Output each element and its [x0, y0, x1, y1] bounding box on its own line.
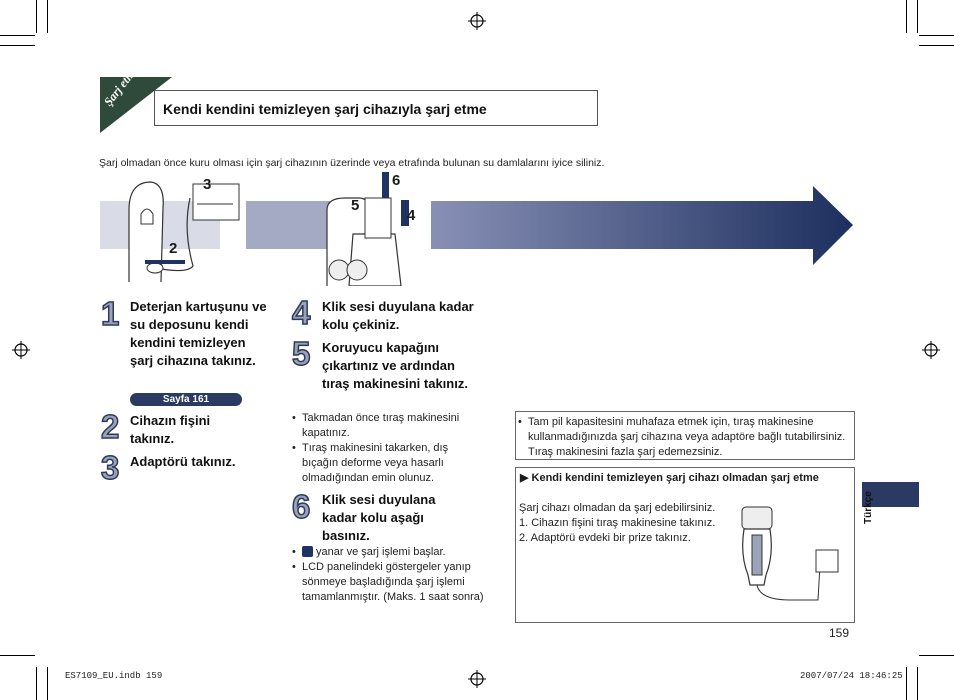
- note-text: Tam pil kapasitesini muhafaza etmek için…: [518, 415, 854, 460]
- step-text: Deterjan kartuşunu ve su deposunu kendi …: [130, 299, 267, 368]
- language-label: Türkçe: [863, 491, 874, 524]
- step-number: 1: [100, 295, 120, 332]
- shaver-adapter-illustration: [741, 506, 839, 601]
- info-box-item: 2. Adaptörü evdeki bir prize takınız.: [519, 532, 691, 544]
- illustration-strip: [100, 172, 853, 286]
- language-tab: [862, 482, 919, 507]
- step-number: 2: [100, 408, 120, 445]
- page-title: Kendi kendini temizleyen şarj cihazıyla …: [163, 101, 487, 117]
- step-text: Adaptörü takınız.: [130, 454, 236, 469]
- footer-left: ES7109_EU.indb 159: [65, 671, 163, 681]
- figure-label: 5: [351, 197, 360, 214]
- bullet-item-text: yanar ve şarj işlemi başlar.: [316, 546, 446, 558]
- step-text: Klik sesi duyulana kadar kolu çekiniz.: [322, 299, 474, 332]
- step-number: 5: [291, 335, 311, 372]
- bullet-item: yanar ve şarj işlemi başlar.: [292, 545, 484, 560]
- triangle-right-icon: ▶: [520, 472, 529, 484]
- info-box-intro: Şarj cihazı olmadan da şarj edebilirsini…: [519, 502, 716, 514]
- step-bullets: yanar ve şarj işlemi başlar. LCD panelin…: [292, 545, 484, 605]
- page-number: 159: [829, 626, 850, 640]
- step-text: Cihazın fişini takınız.: [130, 413, 211, 446]
- page-ref-badge[interactable]: Sayfa 161: [130, 393, 242, 406]
- info-box: [515, 467, 855, 623]
- title-box: [154, 90, 598, 126]
- step-text: Koruyucu kapağını çıkartınız ve ardından…: [322, 340, 468, 391]
- footer-right: 2007/07/24 18:46:25: [800, 671, 903, 681]
- step-text: Klik sesi duyulana kadar kolu aşağı bası…: [322, 492, 436, 543]
- bullet-item: Tıraş makinesini takarken, dış bıçağın d…: [292, 441, 484, 486]
- figure-label: 3: [203, 176, 212, 193]
- step-number: 6: [291, 488, 311, 525]
- step-number: 3: [100, 449, 120, 486]
- figure-label: 4: [407, 207, 416, 224]
- registration-mark-icon: [12, 341, 30, 359]
- registration-mark-icon: [468, 12, 486, 30]
- bullet-item: LCD panelindeki göstergeler yanıp sönmey…: [292, 560, 484, 605]
- figure-label: 6: [392, 172, 401, 189]
- info-box-body: Şarj cihazı olmadan da şarj edebilirsini…: [519, 501, 729, 546]
- charge-icon: [302, 546, 313, 557]
- registration-mark-icon: [922, 341, 940, 359]
- step-bullets: Takmadan önce tıraş makinesini kapatınız…: [292, 411, 484, 486]
- registration-mark-icon: [468, 670, 486, 688]
- note-bullet: Tam pil kapasitesini muhafaza etmek için…: [518, 415, 854, 460]
- step-number: 4: [291, 294, 311, 331]
- figure-label: 2: [169, 240, 178, 257]
- intro-text: Şarj olmadan önce kuru olması için şarj …: [99, 157, 605, 169]
- info-box-title-text: Kendi kendini temizleyen şarj cihazı olm…: [531, 472, 819, 484]
- bullet-item: Takmadan önce tıraş makinesini kapatınız…: [292, 411, 484, 441]
- info-box-title: ▶ Kendi kendini temizleyen şarj cihazı o…: [520, 471, 840, 485]
- info-box-item: 1. Cihazın fişini tıraş makinesine takın…: [519, 517, 716, 529]
